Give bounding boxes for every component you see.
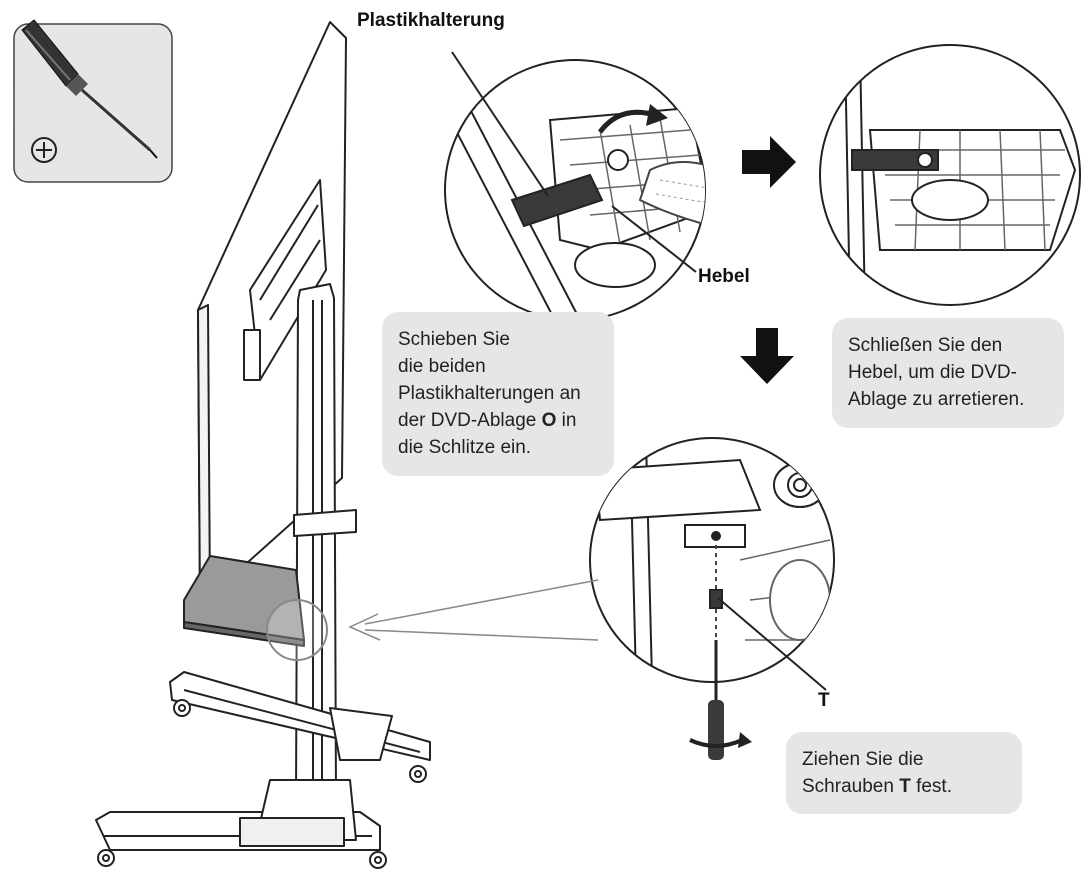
plastic-bracket (510, 173, 604, 228)
zoom-arrow (348, 579, 599, 641)
callout-text: fest. (910, 776, 952, 797)
callout-line: die Schlitze ein. (398, 437, 532, 458)
screwdriver-bottom-icon (689, 640, 752, 760)
callout-line: Ziehen Sie die (802, 749, 924, 770)
detail-lever-closed (819, 44, 1081, 306)
callout-lock-lever: Schließen Sie den Hebel, um die DVD- Abl… (832, 318, 1064, 428)
part-letter-t: T (899, 776, 911, 797)
tool-panel (13, 19, 173, 183)
callout-line: Ablage zu arretieren. (848, 389, 1025, 410)
callout-text: Schrauben (802, 776, 900, 797)
detail-slide-bracket (444, 59, 706, 321)
base (95, 671, 431, 851)
callout-line: die beiden (398, 356, 486, 377)
label-screw: T (818, 690, 830, 711)
detail-screw-tighten (589, 437, 835, 760)
lever-closed (851, 149, 939, 171)
part-letter-o: O (541, 410, 557, 431)
leader-lines (451, 51, 827, 691)
caster-wheels (97, 699, 427, 869)
callout-line: Plastikhalterungen an (398, 383, 581, 404)
callout-slide-bracket: Schieben Sie die beiden Plastikhalterung… (382, 312, 614, 476)
callout-line: Schieben Sie (398, 329, 510, 350)
callout-line: Schrauben T fest. (802, 773, 1006, 800)
arrow-right-icon (742, 136, 796, 188)
screw-t (709, 589, 723, 609)
callout-tighten-screws: Ziehen Sie die Schrauben T fest. (786, 732, 1022, 814)
arrow-down-icon (740, 328, 794, 384)
callout-line: Schließen Sie den (848, 335, 1003, 356)
bracket-highlight (266, 599, 328, 661)
label-lever: Hebel (698, 266, 750, 287)
phillips-head-icon (31, 137, 57, 163)
label-plastic-bracket: Plastikhalterung (357, 10, 505, 31)
callout-line: der DVD-Ablage O in (398, 407, 598, 434)
dvd-shelf (183, 555, 305, 647)
callout-text: in (556, 410, 577, 431)
tv-stand (95, 21, 431, 869)
screwdriver-icon (21, 19, 158, 159)
callout-line: Hebel, um die DVD- (848, 362, 1017, 383)
callout-text: der DVD-Ablage (398, 410, 542, 431)
